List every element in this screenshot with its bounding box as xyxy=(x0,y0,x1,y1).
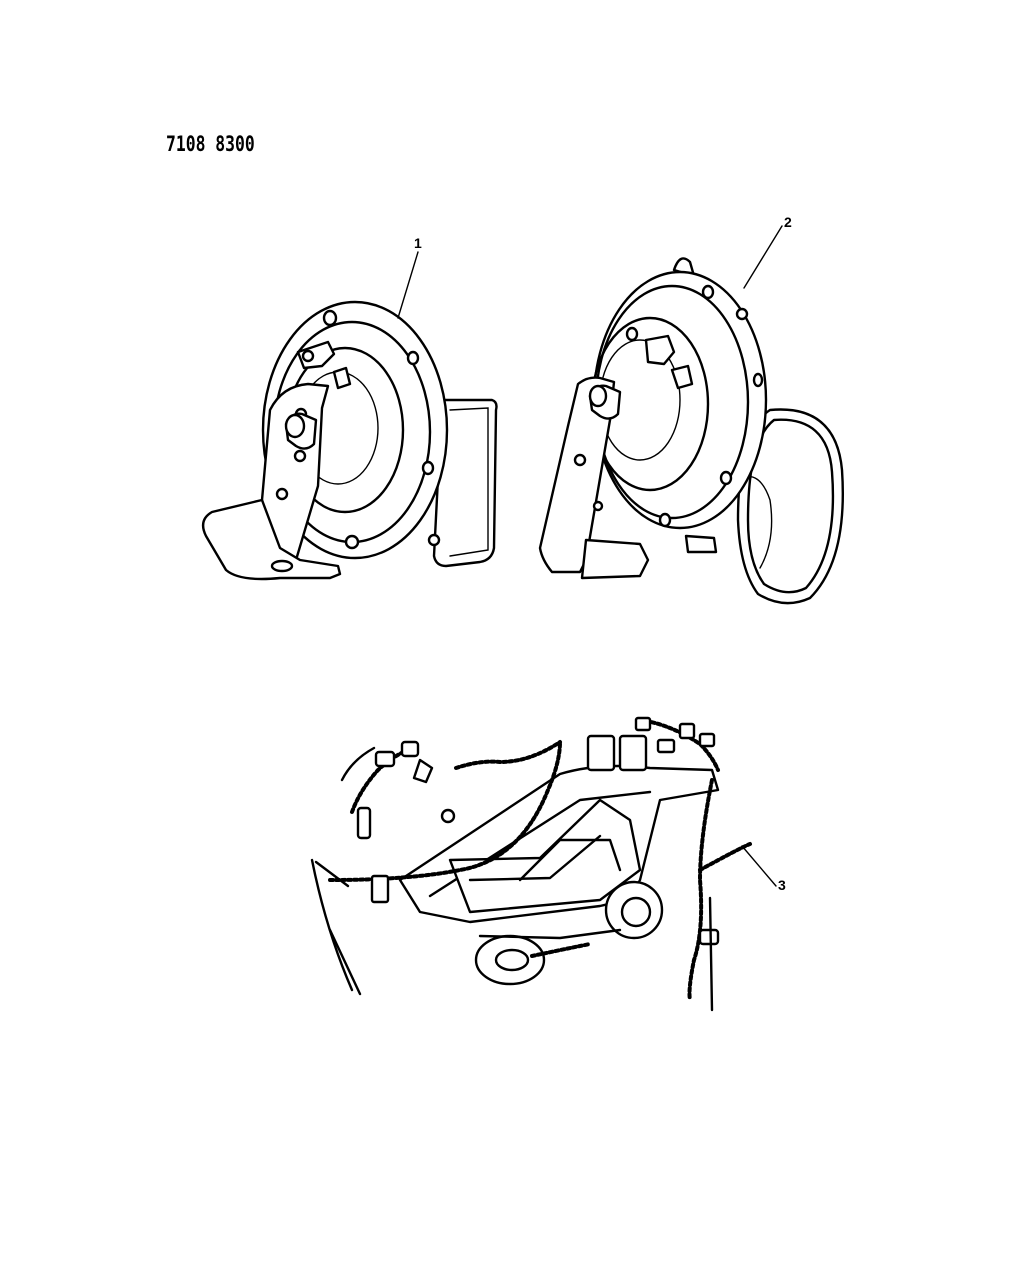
horn-1-illustration xyxy=(201,300,498,581)
document-number: 7108 8300 xyxy=(166,132,255,156)
callout-2: 2 xyxy=(784,214,792,230)
leader-line-2 xyxy=(743,225,783,289)
horn-2-illustration xyxy=(538,257,844,605)
leader-line-3 xyxy=(741,845,777,887)
wiring-harness-illustration xyxy=(310,716,752,1012)
callout-1: 1 xyxy=(414,235,422,251)
callout-3: 3 xyxy=(778,877,786,893)
leader-line-1 xyxy=(397,251,419,319)
